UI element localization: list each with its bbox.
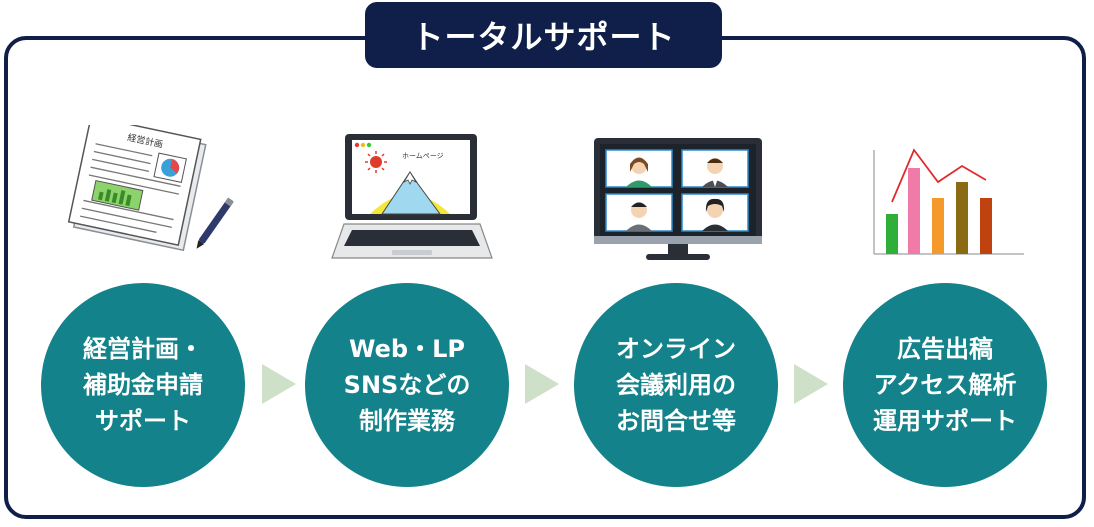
step-4-line-3: 運用サポート <box>873 407 1017 435</box>
laptop-webpage-icon: ホームページ <box>331 134 493 259</box>
step-3-line-1: オンライン <box>616 335 736 363</box>
step-1-line-2: 補助金申請 <box>83 371 203 399</box>
analytics-bar-chart-icon <box>873 148 1024 255</box>
step-3-line-3: お問合せ等 <box>616 407 736 435</box>
step-2-line-2: SNSなどの <box>343 371 471 399</box>
step-web-production: Web・LP SNSなどの 制作業務 <box>305 283 509 487</box>
step-2-line-3: 制作業務 <box>359 407 455 435</box>
arrow-right-icon <box>794 364 828 404</box>
laptop-screen-title: ホームページ <box>402 152 444 160</box>
step-online-meeting-inquiry: オンライン 会議利用の お問合せ等 <box>574 283 778 487</box>
arrow-right-icon <box>262 364 296 404</box>
step-3-line-2: 会議利用の <box>616 371 736 399</box>
step-1-line-1: 経営計画・ <box>83 335 203 363</box>
step-4-line-2: アクセス解析 <box>873 371 1017 399</box>
online-meeting-monitor-icon <box>594 138 762 260</box>
business-plan-document-icon: 経営計画 <box>67 125 234 252</box>
step-2-line-1: Web・LP <box>349 335 465 363</box>
diagram-title: トータルサポート <box>365 2 722 68</box>
step-advertising-analytics: 広告出稿 アクセス解析 運用サポート <box>843 283 1047 487</box>
step-business-plan-support: 経営計画・ 補助金申請 サポート <box>41 283 245 487</box>
step-1-line-3: サポート <box>95 407 191 435</box>
step-4-line-1: 広告出稿 <box>897 335 993 363</box>
arrow-right-icon <box>525 364 559 404</box>
